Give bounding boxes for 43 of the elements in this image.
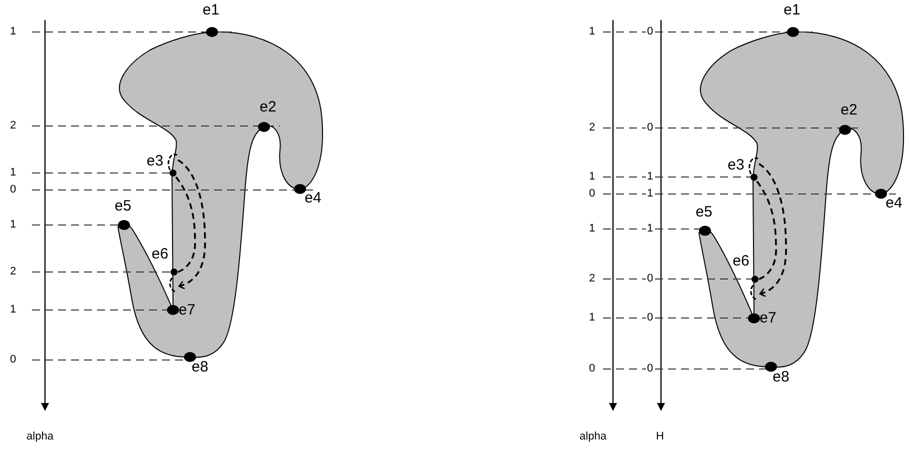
point-label: e7 (760, 310, 776, 326)
axis-label: alpha (26, 432, 54, 442)
value-label: 2 (588, 122, 596, 134)
point-label: e5 (114, 198, 132, 214)
value-label: 0 (646, 364, 654, 374)
value-label: 1 (10, 168, 16, 178)
point-label: e6 (732, 254, 750, 269)
value-label: 1 (10, 304, 16, 316)
value-label: 1 (10, 26, 16, 38)
value-label: 1 (588, 312, 596, 324)
value-label: 1 (588, 172, 596, 182)
value-label: 0 (646, 122, 654, 134)
point-label: e3 (146, 154, 164, 168)
point-label: e8 (192, 360, 208, 374)
point-label: e2 (260, 100, 276, 114)
axis-label: H (656, 432, 664, 442)
value-label: 1 (646, 188, 654, 200)
value-label: 1 (10, 220, 16, 230)
point-label: e1 (202, 2, 220, 18)
value-label: 2 (10, 120, 16, 132)
point-label: e6 (152, 246, 168, 262)
point-label: e4 (886, 195, 902, 210)
value-label: 0 (10, 354, 16, 366)
value-label: 1 (588, 224, 596, 234)
point-label: e3 (728, 158, 744, 173)
value-label: 0 (646, 312, 654, 324)
point-label: e1 (784, 2, 800, 18)
point-label: e4 (304, 190, 322, 206)
value-label: 1 (646, 224, 654, 234)
axis-label: alpha (580, 432, 606, 442)
value-label: 0 (646, 274, 654, 284)
value-label: 0 (588, 364, 596, 374)
value-label: 2 (10, 266, 16, 278)
value-label: 0 (646, 26, 654, 38)
value-label: 0 (588, 188, 596, 200)
value-label: 1 (646, 172, 654, 182)
value-label: 2 (588, 274, 596, 284)
value-label: 0 (10, 184, 16, 196)
point-label: e7 (178, 302, 196, 318)
point-label: e8 (772, 369, 790, 384)
point-label: e5 (696, 204, 712, 220)
point-label: e2 (840, 102, 858, 118)
value-label: 1 (588, 26, 596, 38)
